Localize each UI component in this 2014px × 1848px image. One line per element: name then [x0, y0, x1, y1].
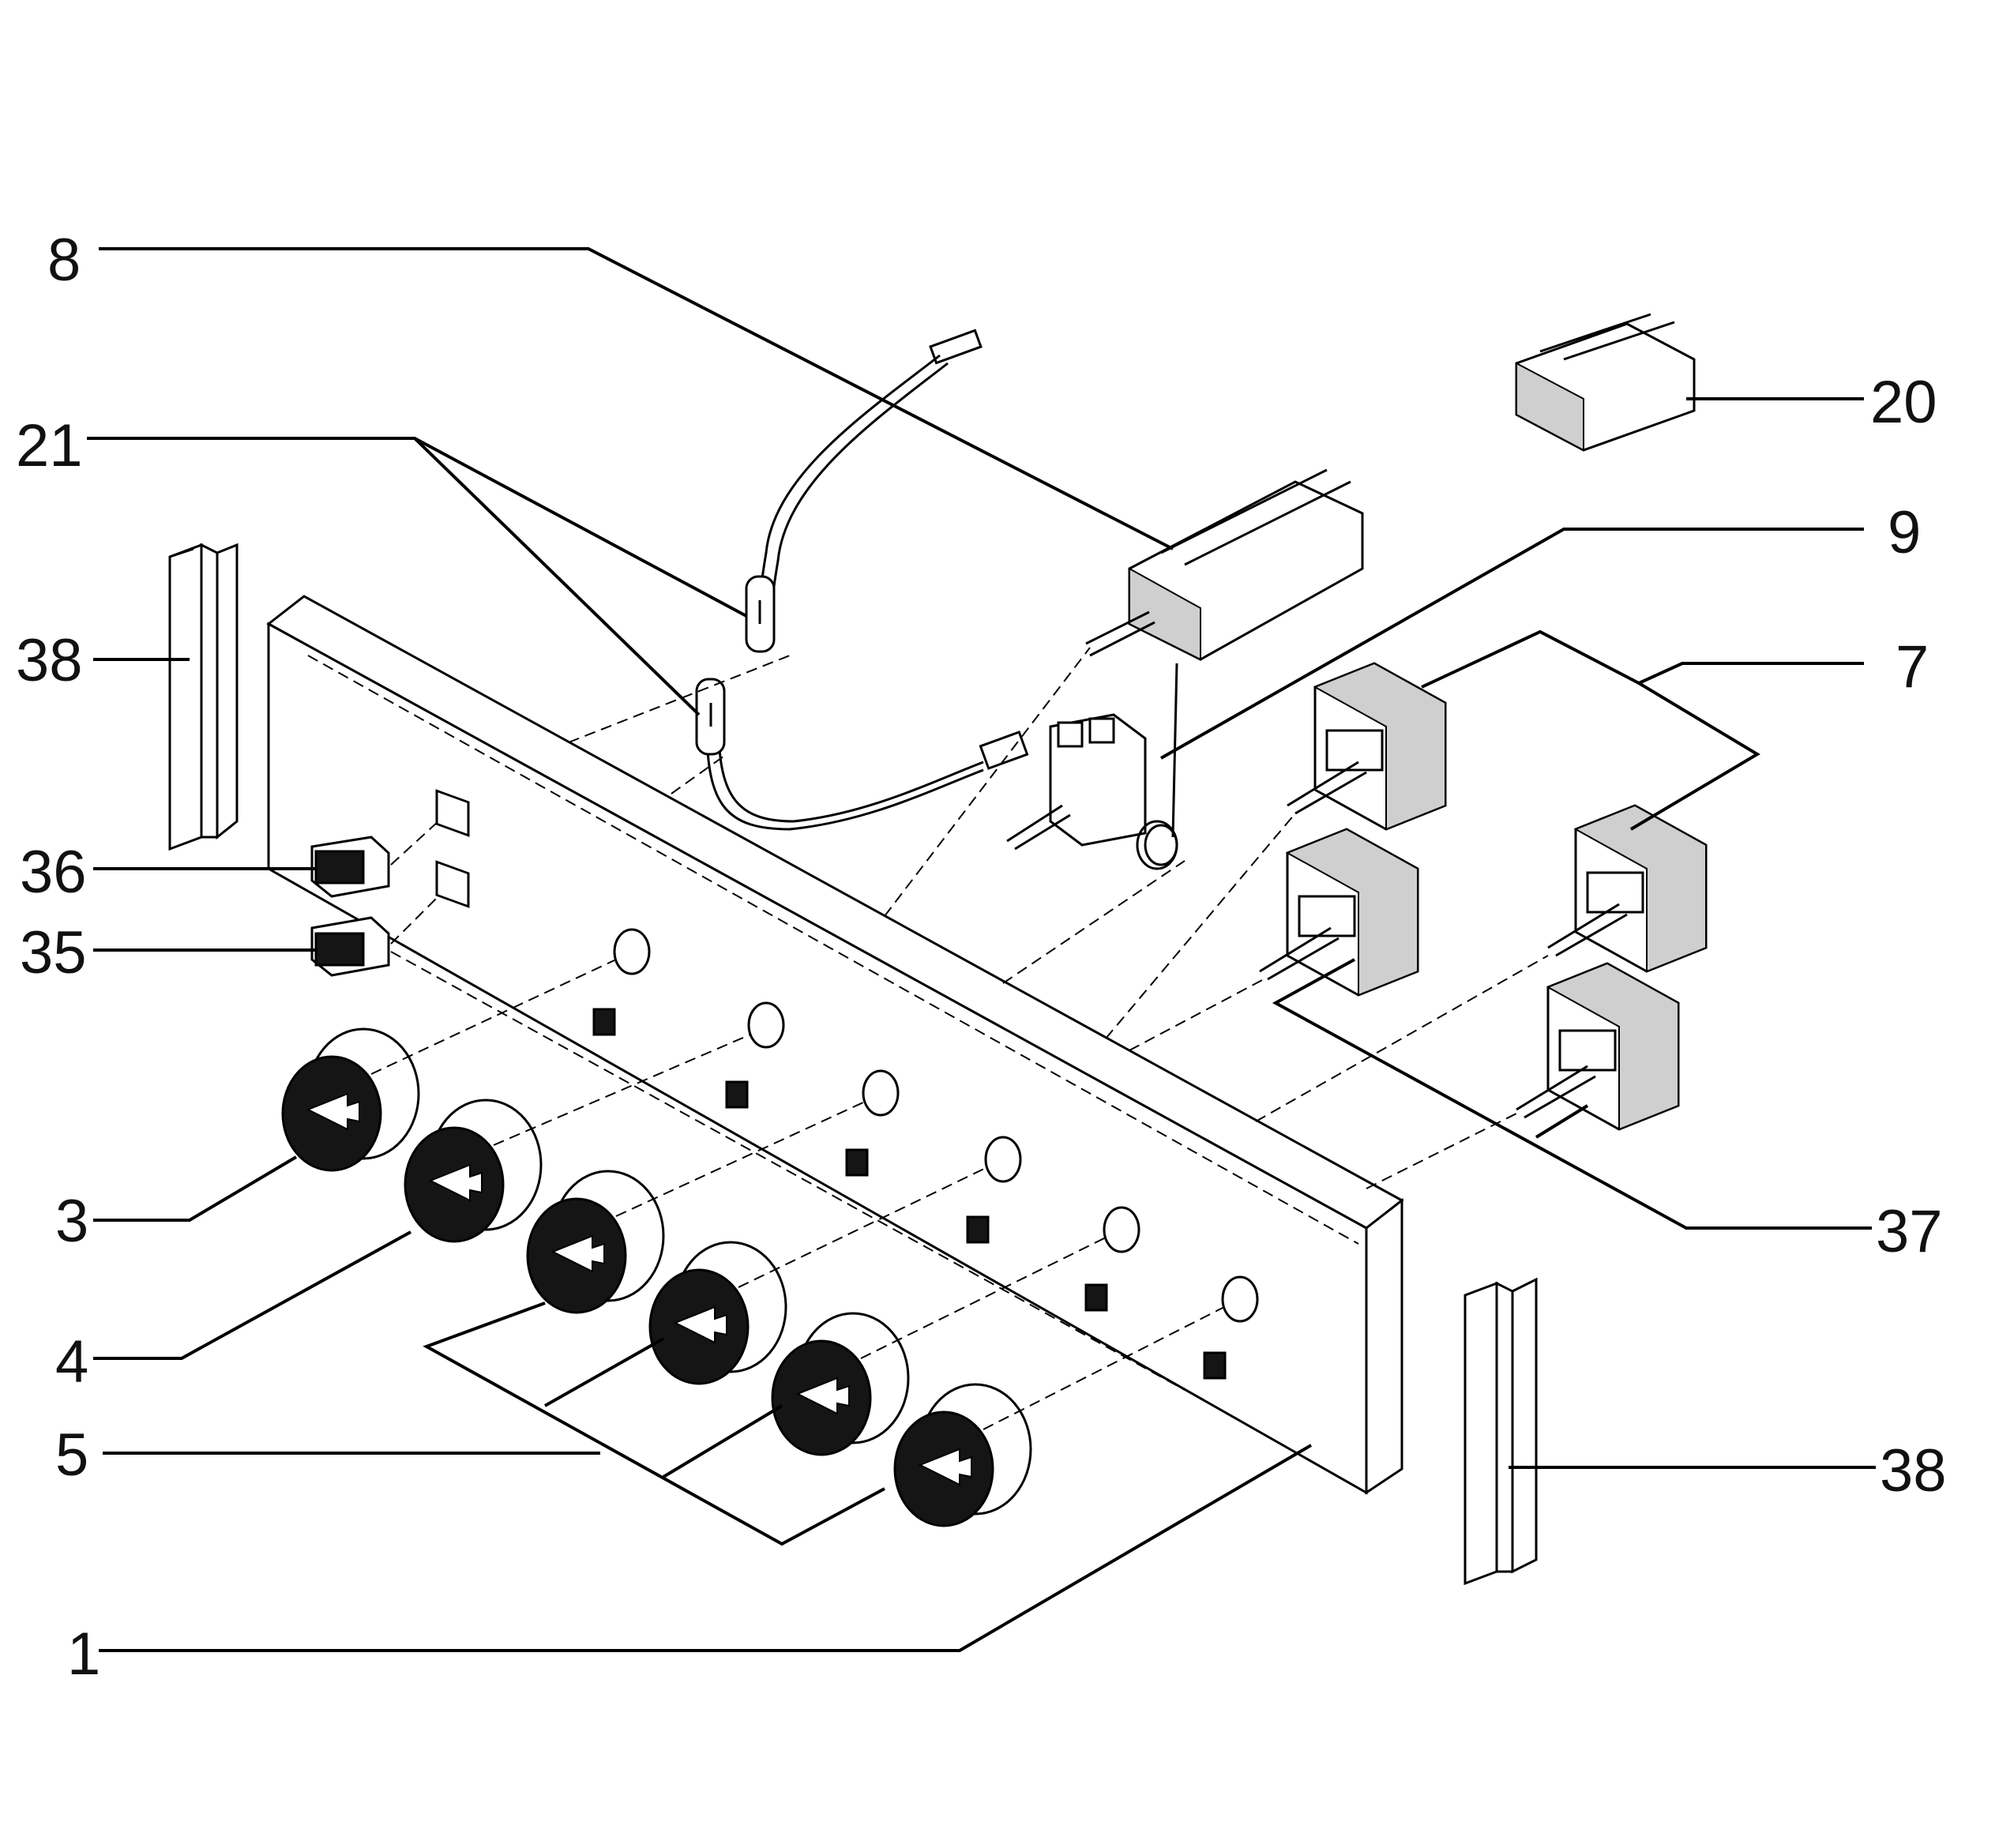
leader-lines	[87, 247, 1876, 1652]
label-9: 9	[1888, 499, 1921, 566]
knob-2	[404, 1099, 543, 1243]
knob-3	[526, 1170, 665, 1314]
thermostat	[1006, 663, 1178, 870]
knob-4	[648, 1241, 787, 1385]
switch-36	[310, 836, 390, 898]
knob-1	[281, 1027, 420, 1172]
side-bracket-left	[168, 543, 239, 851]
side-bracket-right	[1464, 1277, 1538, 1586]
label-38-right: 38	[1880, 1437, 1947, 1504]
label-20: 20	[1870, 369, 1937, 436]
knob-6	[893, 1383, 1032, 1527]
label-7: 7	[1896, 633, 1929, 701]
energy-regulator-4	[1516, 962, 1680, 1131]
energy-regulator-1	[1287, 662, 1447, 831]
label-3: 3	[55, 1188, 88, 1255]
energy-regulator-3	[1259, 828, 1419, 997]
label-37: 37	[1876, 1198, 1943, 1265]
knob-5	[771, 1312, 910, 1456]
terminal-block	[1515, 313, 1696, 452]
switch-35	[310, 916, 390, 977]
label-36: 36	[20, 839, 87, 906]
label-1: 1	[67, 1621, 100, 1688]
label-38-left: 38	[16, 627, 83, 694]
label-8: 8	[47, 227, 81, 294]
label-4: 4	[55, 1328, 88, 1395]
control-panel	[266, 595, 1404, 1495]
fuse-lower	[695, 678, 726, 756]
fuse-upper	[745, 575, 776, 653]
selector-switch	[1085, 468, 1364, 661]
label-35: 35	[20, 919, 87, 986]
energy-regulator-2	[1547, 804, 1708, 973]
label-5: 5	[55, 1422, 88, 1489]
label-21: 21	[16, 412, 83, 479]
